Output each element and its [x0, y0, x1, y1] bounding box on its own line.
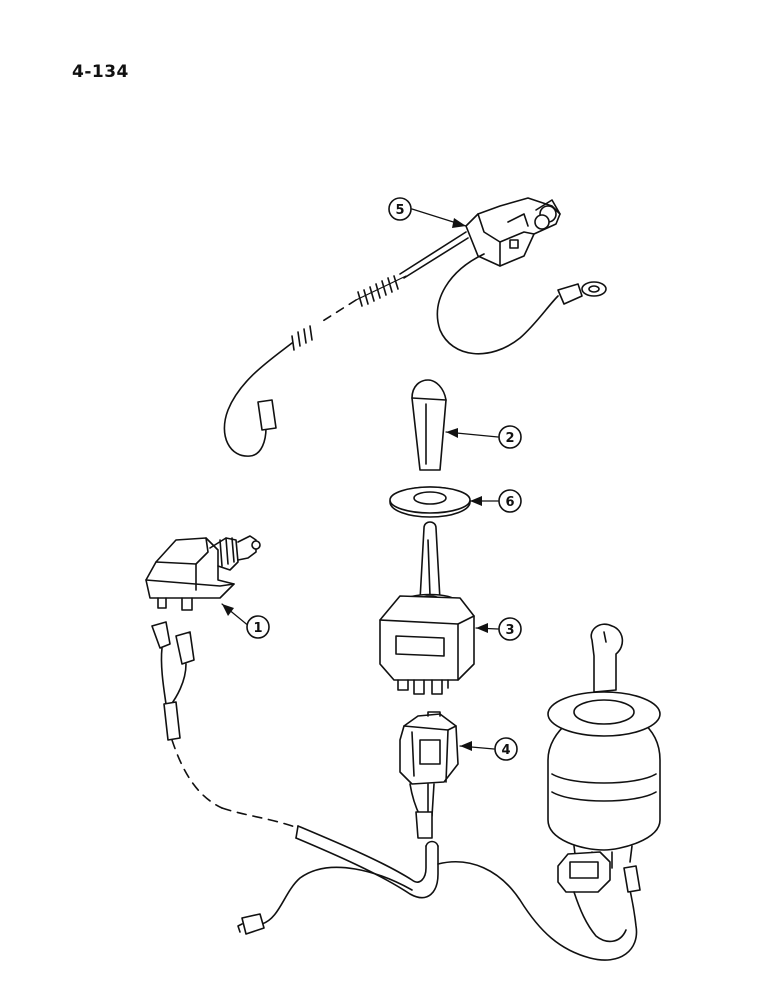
main-wire-harness: [237, 825, 641, 961]
callout-label-5: 5: [395, 203, 404, 218]
callout-6: 6: [498, 489, 522, 513]
callout-label-4: 4: [501, 743, 510, 758]
toggle-switch: [379, 521, 475, 695]
callout-3: 3: [498, 617, 522, 641]
callout-2: 2: [498, 425, 522, 449]
ignition-switch: [547, 623, 661, 943]
page-number: 4-134: [72, 62, 129, 82]
callout-4: 4: [494, 737, 518, 761]
callout-5: 5: [388, 197, 412, 221]
callout-label-2: 2: [505, 431, 514, 446]
callout-label-6: 6: [505, 495, 514, 510]
callout-label-1: 1: [253, 621, 262, 636]
connector-with-ring-terminal: [223, 197, 607, 457]
harness-connector: [399, 711, 459, 839]
callout-label-3: 3: [505, 623, 514, 638]
plunger-switch: [145, 535, 299, 829]
washer: [389, 486, 471, 518]
callout-1: 1: [246, 615, 270, 639]
toggle-knob: [411, 379, 447, 471]
